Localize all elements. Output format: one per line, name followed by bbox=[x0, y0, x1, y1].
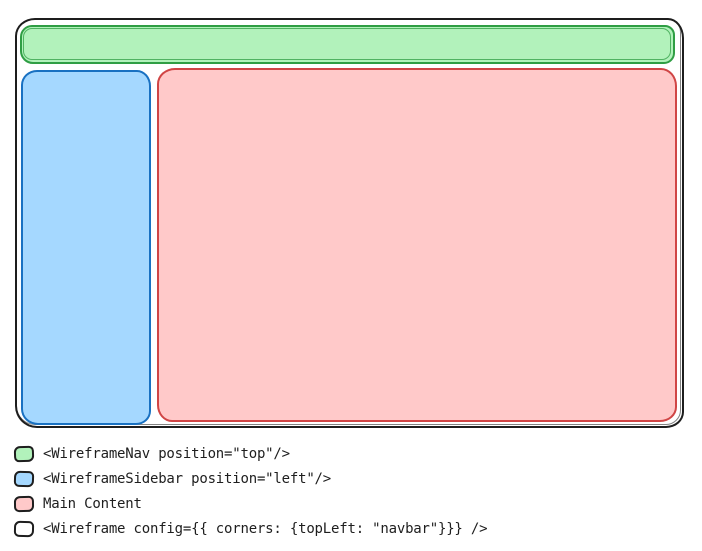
legend-item-navbar: <WireframeNav position="top"/> bbox=[13, 445, 487, 463]
legend-item-main-content: Main Content bbox=[13, 495, 487, 513]
frame-color-swatch bbox=[13, 520, 35, 538]
wireframe-sidebar bbox=[21, 70, 151, 425]
wireframe-main-content bbox=[157, 68, 677, 422]
legend-label-sidebar: <WireframeSidebar position="left"/> bbox=[43, 471, 332, 487]
legend-item-sidebar: <WireframeSidebar position="left"/> bbox=[13, 470, 487, 488]
sidebar-color-swatch bbox=[13, 470, 35, 488]
legend-item-frame: <Wireframe config={{ corners: {topLeft: … bbox=[13, 520, 488, 538]
main-content-color-swatch bbox=[13, 495, 35, 513]
legend-label-main-content: Main Content bbox=[43, 496, 142, 512]
legend: <WireframeNav position="top"/> <Wirefram… bbox=[13, 445, 488, 538]
legend-label-frame: <Wireframe config={{ corners: {topLeft: … bbox=[43, 521, 488, 537]
wireframe-navbar bbox=[20, 25, 675, 64]
wireframe-frame bbox=[15, 18, 684, 428]
legend-label-navbar: <WireframeNav position="top"/> bbox=[43, 446, 290, 462]
navbar-color-swatch bbox=[13, 445, 35, 463]
navbar-sketch-stroke bbox=[23, 28, 671, 60]
